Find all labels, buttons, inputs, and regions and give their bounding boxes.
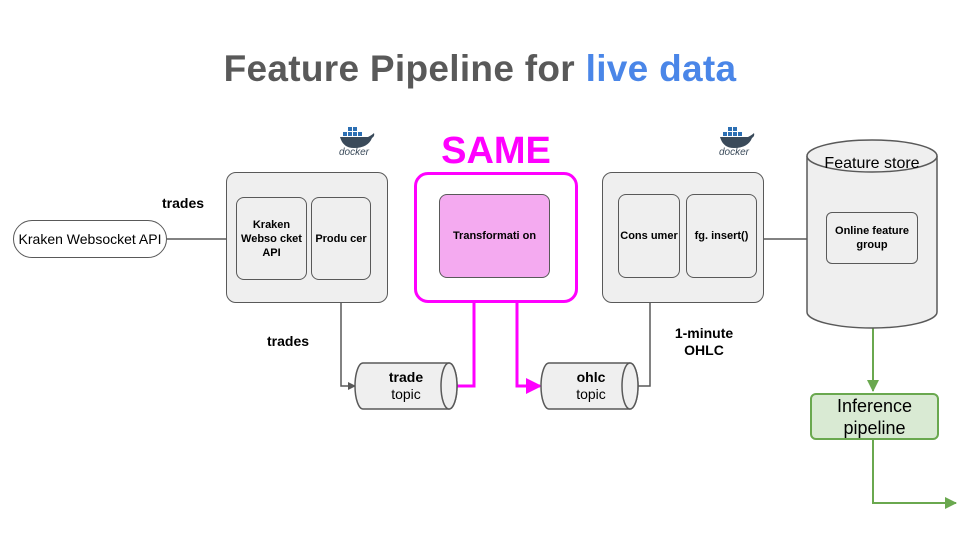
consumer-box: Cons umer bbox=[618, 194, 680, 278]
feature-store-title: Feature store bbox=[824, 155, 920, 172]
edge-label-trades-down: trades bbox=[267, 333, 310, 349]
edge-label-ohlc: 1-minute OHLC bbox=[674, 325, 734, 358]
docker-whale-icon bbox=[720, 127, 755, 148]
page-title: Feature Pipeline for live data bbox=[0, 48, 960, 90]
fg-insert-box: fg. insert() bbox=[686, 194, 757, 278]
arrow-transformation-to-ohlc-topic bbox=[515, 279, 542, 394]
arrow-ohlc-topic-to-consumer bbox=[638, 278, 654, 387]
producer-box: Produ cer bbox=[311, 197, 371, 280]
inference-pipeline-box: Inference pipeline bbox=[810, 393, 939, 440]
title-highlight: live data bbox=[585, 48, 737, 89]
docker-whale-icon bbox=[340, 127, 375, 148]
arrow-trade-topic-to-transformation bbox=[457, 280, 482, 388]
online-feature-group-box: Online feature group bbox=[826, 212, 918, 264]
docker-logo-label: docker bbox=[338, 147, 369, 158]
ohlc-topic-cylinder bbox=[540, 362, 639, 410]
trade-topic-cylinder bbox=[354, 362, 458, 410]
transformation-box: Transformati on bbox=[439, 194, 550, 278]
title-main: Feature Pipeline for bbox=[223, 48, 576, 89]
kraken-websocket-api-box: Kraken Webso cket API bbox=[236, 197, 307, 280]
same-label: SAME bbox=[441, 130, 551, 172]
arrow-inference-out bbox=[872, 440, 957, 509]
kraken-websocket-api-node: Kraken Websocket API bbox=[13, 220, 167, 258]
arrow-producer-to-trade-topic bbox=[340, 279, 356, 390]
docker-logo-label: docker bbox=[718, 147, 749, 158]
edge-label-trades-in: trades bbox=[162, 195, 205, 211]
